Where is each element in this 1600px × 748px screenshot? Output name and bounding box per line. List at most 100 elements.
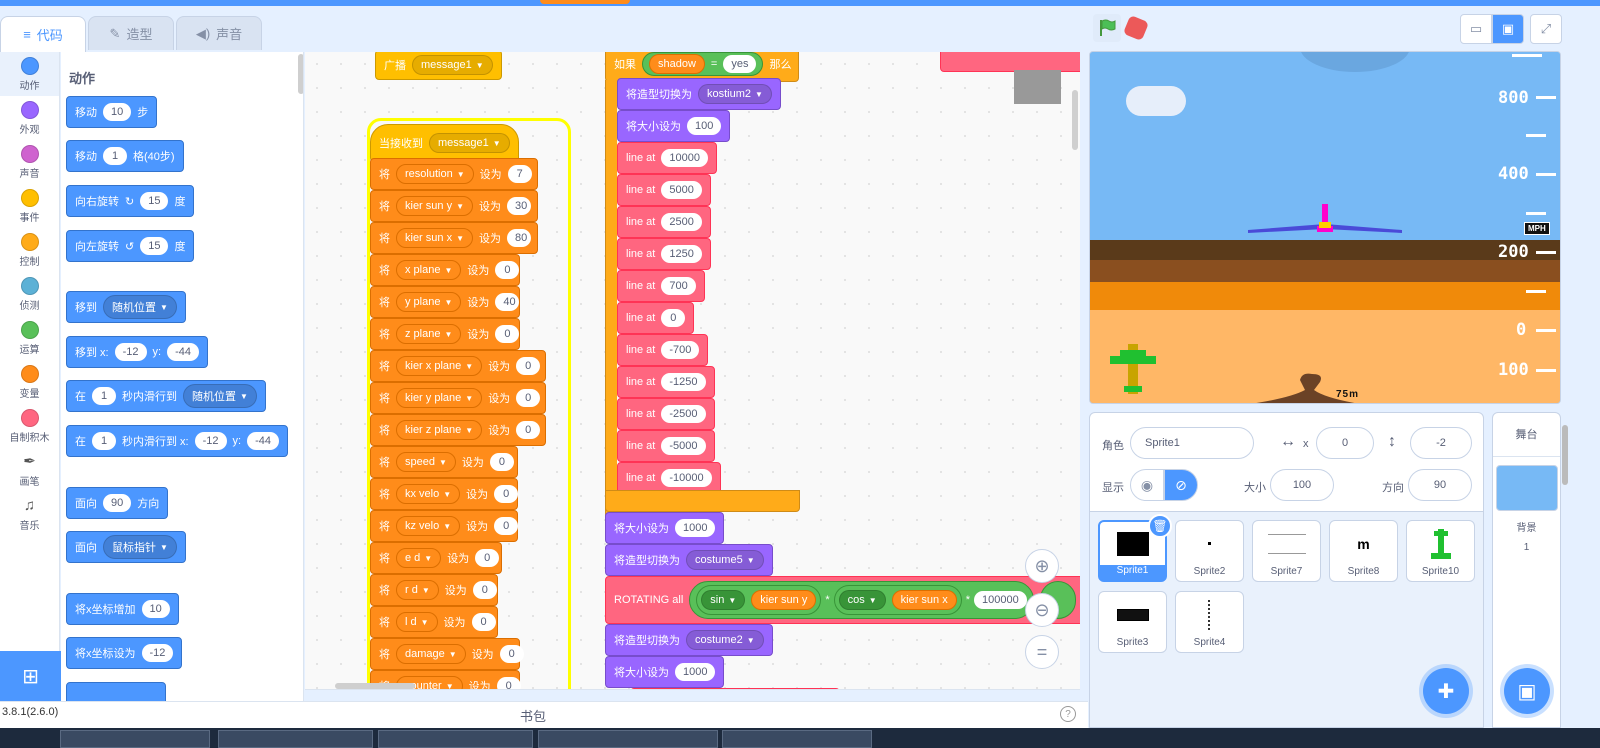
block-input[interactable]: 0 bbox=[494, 485, 519, 503]
block-point-towards[interactable]: 面向鼠标指针▼ bbox=[66, 531, 186, 563]
block-input[interactable]: -700 bbox=[661, 341, 700, 359]
block-input[interactable]: 10000 bbox=[661, 149, 708, 167]
stage-canvas[interactable]: 75m 800 400 MPH 200 0 100 bbox=[1089, 51, 1561, 404]
category-motion[interactable]: 动作 bbox=[0, 52, 59, 96]
category-control[interactable]: 控制 bbox=[0, 228, 59, 272]
block-input[interactable]: 0 bbox=[516, 421, 541, 439]
block-dropdown[interactable]: 随机位置▼ bbox=[183, 384, 257, 408]
block-dropdown[interactable]: message1▼ bbox=[412, 55, 493, 75]
block-input[interactable]: 30 bbox=[507, 197, 531, 215]
block-dropdown[interactable]: 鼠标指针▼ bbox=[103, 535, 177, 559]
category-music[interactable]: ♫音乐 bbox=[0, 492, 59, 536]
block-dropdown[interactable]: kx velo▼ bbox=[396, 484, 461, 504]
block-dropdown[interactable]: kz velo▼ bbox=[396, 516, 461, 536]
block-input[interactable]: 0 bbox=[494, 517, 519, 535]
block-math-cos[interactable]: cos▼kier sun x bbox=[833, 585, 962, 615]
taskbar-app[interactable] bbox=[378, 730, 533, 748]
block-input[interactable]: 40 bbox=[495, 293, 520, 311]
y-input[interactable]: -2 bbox=[1410, 427, 1472, 459]
x-input[interactable]: 0 bbox=[1316, 427, 1374, 459]
block-dropdown[interactable]: cos▼ bbox=[838, 590, 886, 610]
block-dropdown[interactable]: kier sun x▼ bbox=[396, 228, 473, 248]
add-backdrop-button[interactable]: ▣ bbox=[1504, 668, 1550, 714]
add-extension-button[interactable]: ⊞ bbox=[0, 651, 61, 701]
category-looks[interactable]: 外观 bbox=[0, 96, 59, 140]
block-variable[interactable]: kier sun x bbox=[891, 590, 957, 610]
block-input[interactable]: -44 bbox=[247, 432, 279, 450]
block-input[interactable]: 0 bbox=[475, 549, 500, 567]
add-sprite-button[interactable]: ✚ bbox=[1423, 668, 1469, 714]
taskbar-app[interactable] bbox=[722, 730, 872, 748]
block-dropdown[interactable]: 随机位置▼ bbox=[103, 295, 177, 319]
block-set-x[interactable]: 将x坐标设为-12 bbox=[66, 637, 183, 669]
taskbar-app[interactable] bbox=[218, 730, 373, 748]
block-dropdown[interactable]: kier y plane▼ bbox=[396, 388, 483, 408]
block-input[interactable]: 0 bbox=[496, 677, 521, 689]
block-input[interactable]: 2500 bbox=[661, 213, 702, 231]
sprite-tile[interactable]: Sprite2 bbox=[1175, 520, 1244, 582]
sprite-tile[interactable]: Sprite4 bbox=[1175, 591, 1244, 653]
block-dropdown[interactable]: speed▼ bbox=[396, 452, 456, 472]
block-math-sin[interactable]: sin▼kier sun y bbox=[696, 585, 822, 615]
block-input[interactable]: 5000 bbox=[661, 181, 702, 199]
show-sprite-button[interactable]: ◉ bbox=[1130, 469, 1164, 501]
block-input[interactable]: 0 bbox=[489, 453, 514, 471]
block-partial[interactable] bbox=[940, 52, 1080, 72]
category-sensing[interactable]: 侦测 bbox=[0, 272, 59, 316]
block-input[interactable]: -12 bbox=[141, 644, 174, 662]
block-input[interactable]: 0 bbox=[516, 389, 541, 407]
script-area-horizontal-scrollbar[interactable] bbox=[335, 683, 415, 689]
block-input[interactable]: -5000 bbox=[661, 437, 706, 455]
block-line-at[interactable]: line at-2500 bbox=[617, 398, 715, 430]
block-input[interactable]: 10 bbox=[103, 103, 132, 121]
help-icon[interactable]: ? bbox=[1060, 706, 1076, 722]
block-dropdown[interactable]: z plane▼ bbox=[396, 324, 462, 344]
tab-costumes[interactable]: ✎造型 bbox=[88, 16, 174, 50]
block-line-at[interactable]: line at-700 bbox=[617, 334, 709, 366]
category-pen[interactable]: ✒画笔 bbox=[0, 448, 59, 492]
script-area-vertical-scrollbar[interactable] bbox=[1072, 90, 1078, 150]
block-input[interactable]: 1 bbox=[103, 147, 127, 165]
tab-code[interactable]: ≡代码 bbox=[0, 16, 86, 52]
block-partial-gray[interactable] bbox=[1014, 70, 1061, 104]
block-dropdown[interactable]: kier sun y▼ bbox=[396, 196, 473, 216]
block-input[interactable]: 0 bbox=[472, 581, 497, 599]
block-multiply[interactable]: sin▼kier sun y * cos▼kier sun x * 100000 bbox=[689, 581, 1034, 619]
block-input[interactable]: 90 bbox=[103, 494, 132, 512]
delete-sprite-button[interactable]: 🗑 bbox=[1148, 514, 1172, 538]
block-input[interactable]: 1 bbox=[92, 432, 116, 450]
tab-sounds[interactable]: ◀)声音 bbox=[176, 16, 262, 50]
block-input[interactable]: 15 bbox=[140, 192, 169, 210]
block-input[interactable]: 1000 bbox=[675, 519, 716, 537]
block-go-to[interactable]: 移到随机位置▼ bbox=[66, 291, 186, 323]
block-input[interactable]: yes bbox=[723, 55, 757, 73]
block-input[interactable]: -1250 bbox=[661, 373, 706, 391]
